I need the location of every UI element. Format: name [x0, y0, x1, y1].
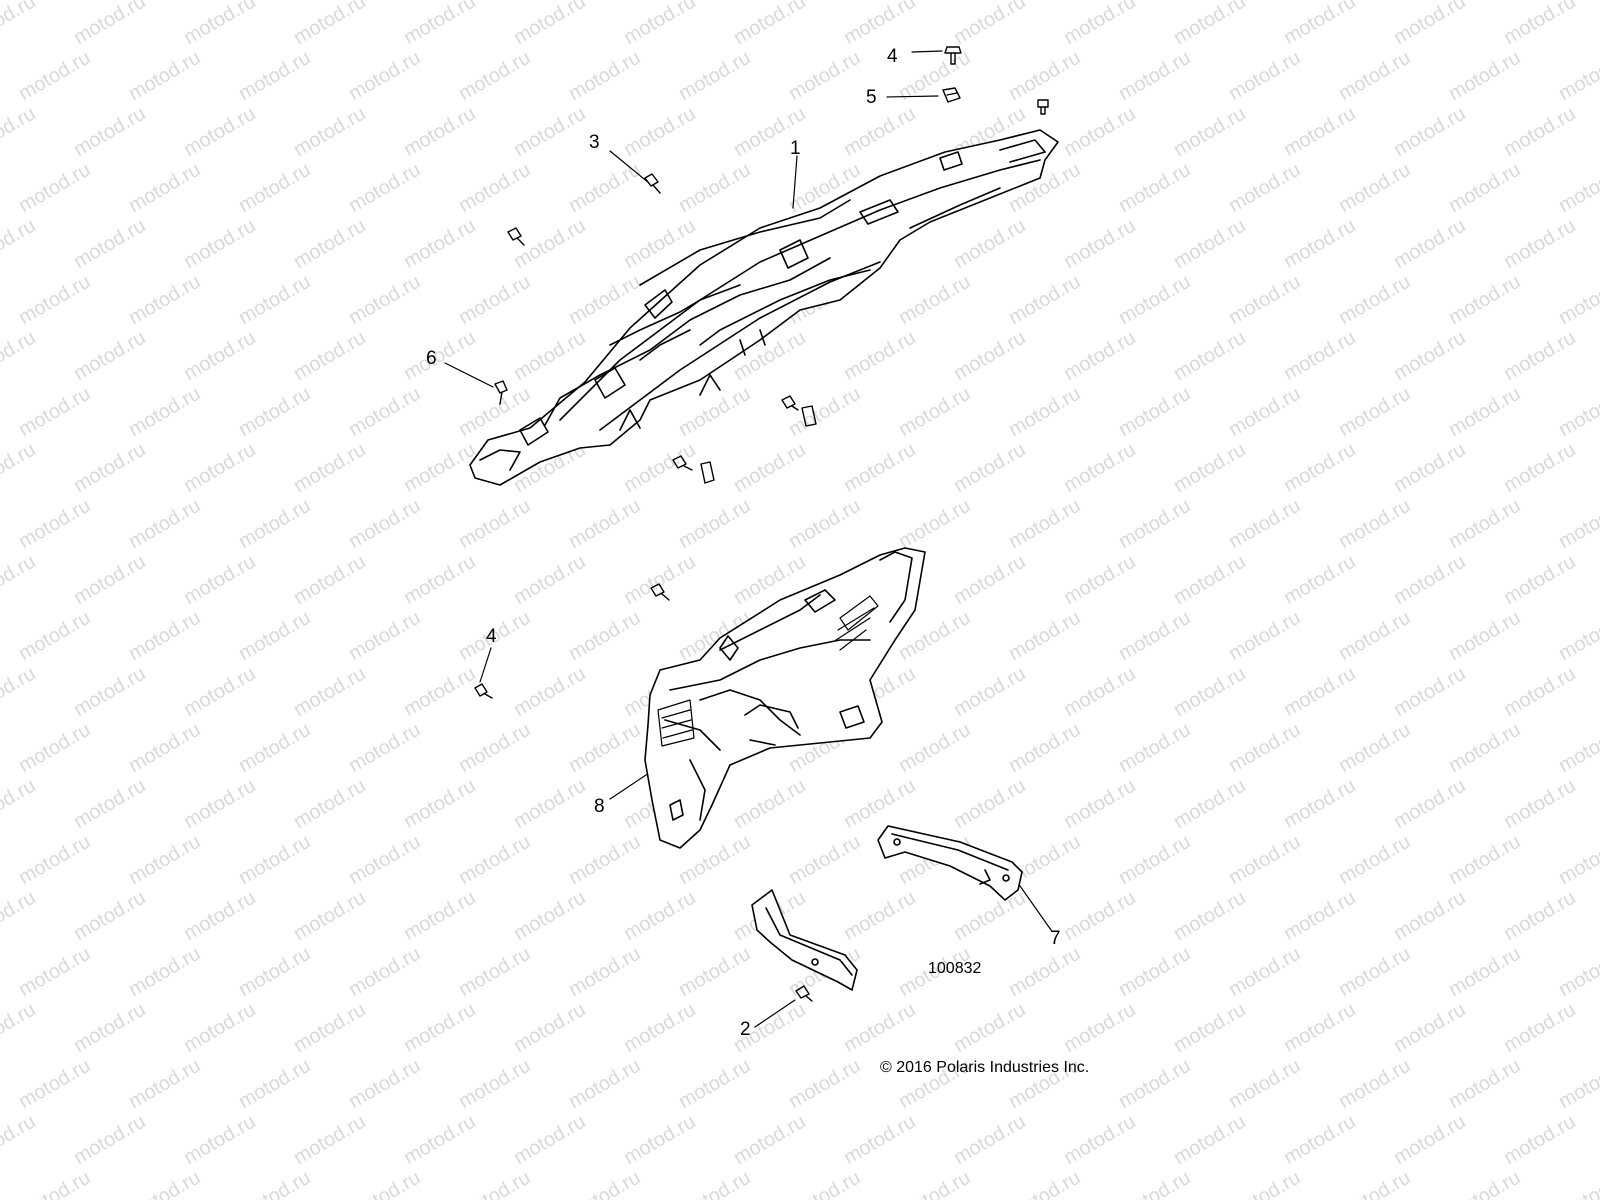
callout-part-3: 3: [589, 132, 600, 153]
lower-bracket: [751, 889, 858, 991]
callout-part-1: 1: [790, 138, 801, 159]
callout-part-4-top: 4: [887, 46, 898, 67]
part-8-panel: [644, 547, 926, 849]
part-1-support-bracket: [469, 129, 1059, 486]
copyright-notice: © 2016 Polaris Industries Inc.: [880, 1059, 1090, 1076]
callout-part-6: 6: [426, 348, 437, 369]
drawing-number: 100832: [928, 960, 982, 977]
fasteners: [474, 46, 1049, 1002]
callout-part-2: 2: [740, 1019, 751, 1040]
callout-part-5: 5: [866, 87, 877, 108]
vent-grille-left: [657, 699, 695, 747]
callout-part-7: 7: [1050, 928, 1061, 949]
vent-grille-right: [835, 595, 879, 651]
part-7-strap-bracket: [877, 825, 1023, 901]
callout-part-8: 8: [594, 796, 605, 817]
callout-part-4-lower: 4: [486, 626, 497, 647]
